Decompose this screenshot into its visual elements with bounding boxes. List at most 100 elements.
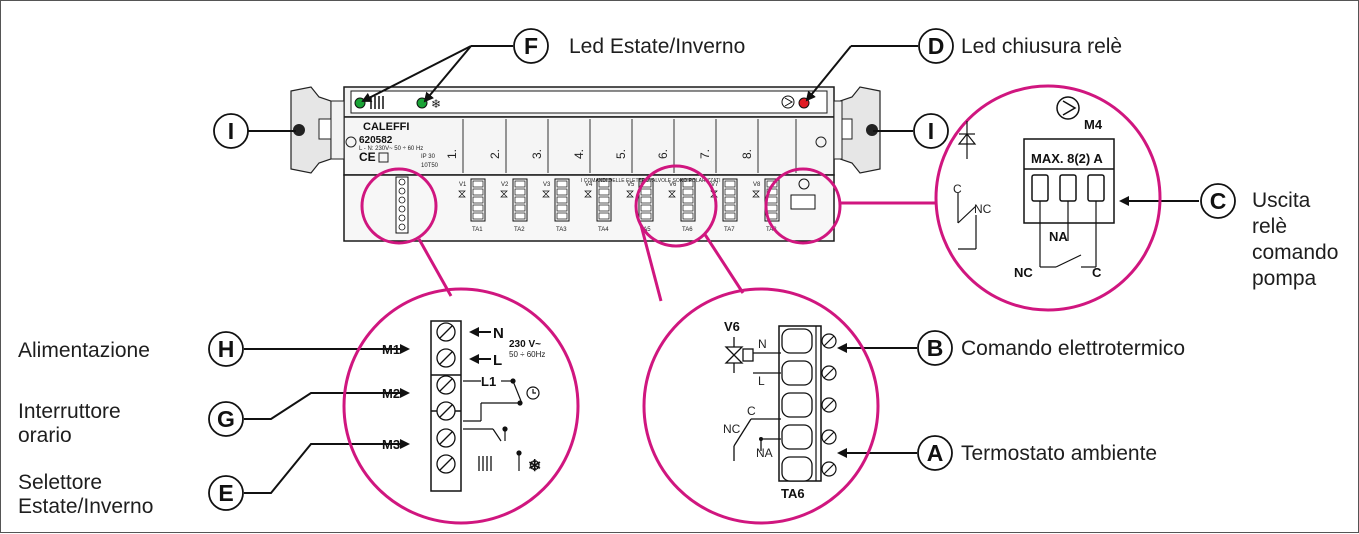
label-termostato-ambiente: Termostato ambiente [961, 442, 1157, 465]
motor-label: M4 [1084, 117, 1103, 132]
nc-side-label: NC [974, 202, 992, 216]
badge-i: I [213, 113, 249, 149]
radiator-icon-small [478, 456, 492, 471]
zone-number: 7. [698, 149, 712, 159]
valve-code: V8 [753, 182, 761, 188]
freq-label: 50 ÷ 60Hz [509, 350, 545, 359]
svg-text:B: B [927, 335, 944, 361]
screw-terminal [436, 375, 456, 395]
valve-code: V2 [501, 182, 509, 188]
valve-code: V5 [627, 182, 635, 188]
badge-b: B [917, 330, 953, 366]
screw-terminal [436, 348, 456, 368]
screw-terminal [436, 428, 456, 448]
valve-l-label: L [758, 374, 765, 388]
brand-name: CALEFFI [363, 121, 409, 133]
thermostat-code: TA2 [514, 227, 525, 233]
zone-screw-terminal [781, 456, 837, 482]
rating-label: MAX. 8(2) A [1031, 151, 1103, 166]
label-uscita-1: Uscita [1252, 189, 1311, 212]
thermostat-code: TA4 [598, 227, 609, 233]
snowflake-icon: ❄ [431, 97, 441, 111]
zone-number-group: 1.2.3.4.5.6.7.8. [445, 149, 754, 159]
zone-na-label: NA [756, 446, 773, 460]
terminal-m1: M1 [382, 342, 400, 357]
valve-code: V4 [585, 182, 593, 188]
pump-icon [781, 95, 795, 109]
svg-text:E: E [218, 480, 233, 506]
zone-nc-label: NC [723, 422, 741, 436]
label-orario: orario [18, 424, 72, 447]
screw-terminal [436, 401, 456, 421]
zone-number: 1. [445, 149, 459, 159]
thermostat-code: TA6 [682, 227, 693, 233]
product-code: 620582 [359, 135, 393, 146]
snowflake-icon-detail: ❄ [528, 458, 541, 475]
svg-text:C: C [1210, 188, 1227, 214]
label-estate-inverno: Estate/Inverno [18, 495, 153, 518]
svg-text:F: F [524, 33, 538, 59]
zone-number: 5. [614, 149, 628, 159]
na-label: NA [1049, 229, 1068, 244]
svg-text:H: H [218, 336, 235, 362]
zone-number: 3. [530, 149, 544, 159]
zoom-highlights [342, 84, 1162, 525]
nc-label: NC [1014, 265, 1033, 280]
badge-a: A [917, 435, 953, 471]
supply-rating: L - N: 230V~ 50 ÷ 60 Hz [359, 146, 423, 152]
pump-terminal [790, 194, 816, 210]
thermostat-code: TA8 [766, 227, 777, 233]
valve-code: V7 [711, 182, 719, 188]
brand-block: CALEFFI 620582 L - N: 230V~ 50 ÷ 60 Hz C… [345, 121, 827, 169]
label-uscita-2: relè [1252, 215, 1287, 238]
double-insulation-icon [378, 152, 389, 163]
badge-c: C [1200, 183, 1236, 219]
valve-code: V3 [543, 182, 551, 188]
badge-f: F [513, 28, 549, 64]
clamp-right [833, 86, 881, 174]
label-selettore: Selettore [18, 471, 102, 494]
thermostat-code: TA1 [472, 227, 483, 233]
c-label: C [1092, 265, 1102, 280]
svg-text:I: I [228, 118, 234, 144]
detail-pump-relay: M4 MAX. 8(2) A NA NC C C [953, 96, 1115, 280]
valve-n-label: N [758, 337, 767, 351]
label-comando-elettrotermico: Comando elettrotermico [961, 337, 1185, 360]
temp-rating: 10T50 [421, 163, 439, 169]
detail-power: M1 M2 M3 N L 230 V~ 50 ÷ 60Hz [382, 320, 545, 492]
label-uscita-3: comando [1252, 241, 1338, 264]
terminal-m3: M3 [382, 437, 400, 452]
svg-text:A: A [927, 440, 944, 466]
led-strip: ❄ [354, 95, 810, 111]
screw-terminal [436, 322, 456, 342]
label-led-estate-inverno: Led Estate/Inverno [569, 35, 745, 58]
voltage-label: 230 V~ [509, 339, 541, 350]
svg-text:I: I [928, 118, 934, 144]
zone-number: 8. [740, 149, 754, 159]
neutral-label: N [493, 325, 504, 342]
valve-label: V6 [724, 319, 740, 334]
valve-code: V1 [459, 182, 467, 188]
polarity-notice: I COMANDI DELLE ELETTROVALVOLE SONO POLA… [581, 178, 720, 184]
l1-label: L1 [481, 374, 496, 389]
badge-e: E [208, 475, 244, 511]
zone-screw-terminal [781, 328, 837, 354]
led-summer-winter-1 [354, 97, 366, 109]
label-interruttore: Interruttore [18, 400, 121, 423]
thermostat-code: TA3 [556, 227, 567, 233]
zone-number: 2. [488, 149, 502, 159]
leader-lines [244, 45, 1199, 494]
zone-ta-label: TA6 [781, 486, 805, 501]
zone-screw-terminal [781, 392, 837, 418]
zone-c-label: C [747, 404, 756, 418]
svg-text:G: G [217, 406, 235, 432]
